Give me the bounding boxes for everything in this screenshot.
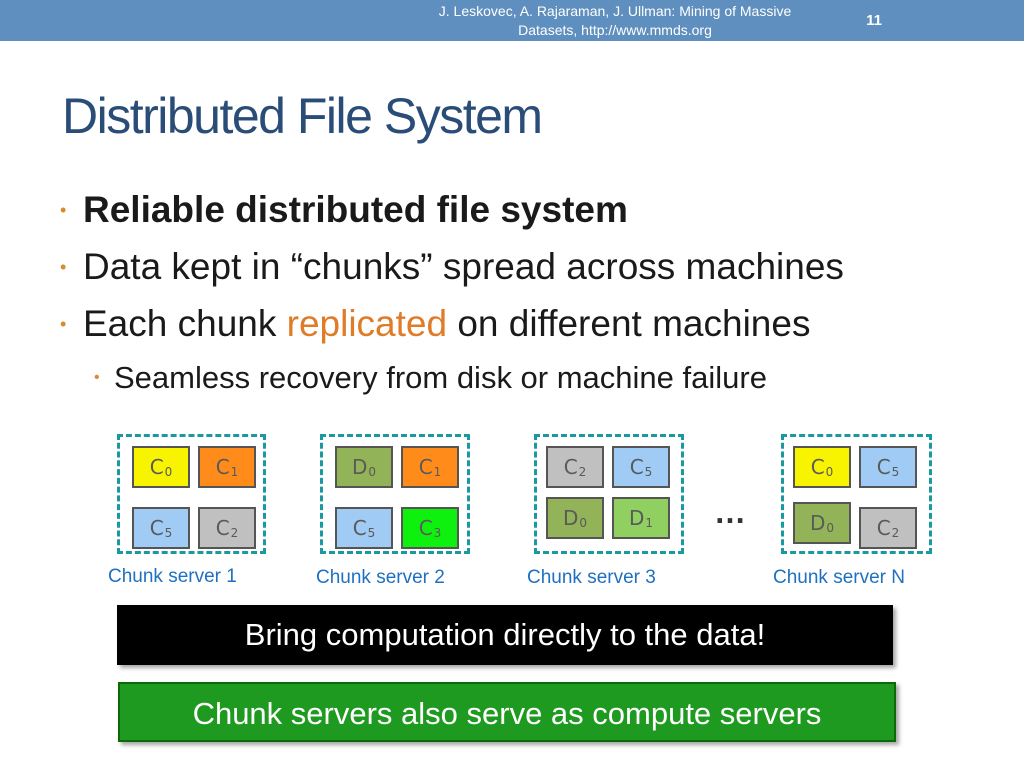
chunk-index: 0 bbox=[825, 465, 834, 479]
chunk-index: 0 bbox=[579, 516, 588, 530]
chunk-letter: C bbox=[810, 455, 825, 479]
chunk-index: 3 bbox=[433, 526, 442, 540]
chunk-letter: C bbox=[629, 455, 644, 479]
chunk-letter: C bbox=[876, 455, 891, 479]
bullet-accent-word: replicated bbox=[286, 303, 448, 344]
chunk-letter: D bbox=[809, 511, 826, 535]
sub-bullet-text: Seamless recovery from disk or machine f… bbox=[114, 360, 767, 395]
bullet-reliable: • Reliable distributed file system bbox=[60, 185, 1010, 242]
bullet-text: Reliable distributed file system bbox=[83, 189, 628, 230]
bullet-dot: • bbox=[94, 369, 100, 386]
bullet-text: Data kept in “chunks” spread across mach… bbox=[83, 246, 844, 287]
chunk-index: 5 bbox=[891, 465, 900, 479]
chunk-server-label: Chunk server 2 bbox=[316, 567, 445, 588]
chunk-index: 1 bbox=[645, 516, 654, 530]
chunk-letter: C bbox=[418, 455, 433, 479]
chunk-letter: D bbox=[351, 455, 368, 479]
chunk-letter: C bbox=[563, 455, 578, 479]
chunk-index: 0 bbox=[826, 521, 835, 535]
slide-number: 11 bbox=[866, 12, 882, 29]
chunk-letter: D bbox=[628, 506, 645, 530]
chunk-index: 0 bbox=[368, 465, 377, 479]
bullet-dot: • bbox=[60, 200, 67, 220]
chunk-letter: D bbox=[562, 506, 579, 530]
chunk-letter: C bbox=[418, 516, 433, 540]
citation: J. Leskovec, A. Rajaraman, J. Ullman: Mi… bbox=[385, 2, 845, 40]
ellipsis: … bbox=[714, 494, 746, 530]
chunk-server-label: Chunk server 3 bbox=[527, 567, 656, 588]
sub-bullet-recovery: • Seamless recovery from disk or machine… bbox=[60, 356, 1010, 401]
chunk-index: 2 bbox=[230, 526, 239, 540]
computation-banner: Bring computation directly to the data! bbox=[117, 605, 893, 665]
citation-line-2: Datasets, http://www.mmds.org bbox=[518, 22, 712, 38]
chunk-index: 2 bbox=[578, 465, 587, 479]
bullet-chunks: • Data kept in “chunks” spread across ma… bbox=[60, 242, 1010, 299]
bullet-dot: • bbox=[60, 257, 67, 277]
bullet-text-post: on different machines bbox=[447, 303, 811, 344]
chunk-index: 2 bbox=[891, 526, 900, 540]
bullet-text: Each chunk replicated on different machi… bbox=[83, 299, 810, 349]
chunk-letter: C bbox=[149, 455, 164, 479]
chunk-index: 5 bbox=[164, 526, 173, 540]
chunk-letter: C bbox=[149, 516, 164, 540]
bullet-text-pre: Each chunk bbox=[83, 303, 287, 344]
chunk-server-label: Chunk server 1 bbox=[108, 566, 237, 587]
citation-line-1: J. Leskovec, A. Rajaraman, J. Ullman: Mi… bbox=[438, 3, 792, 19]
chunk-letter: C bbox=[215, 516, 230, 540]
chunk-index: 5 bbox=[644, 465, 653, 479]
chunk-index: 1 bbox=[230, 465, 239, 479]
bullet-dot: • bbox=[60, 314, 67, 334]
chunk-index: 5 bbox=[367, 526, 376, 540]
chunk-letter: C bbox=[215, 455, 230, 479]
bullet-replicated: • Each chunk replicated on different mac… bbox=[60, 299, 1010, 356]
chunk-index: 0 bbox=[164, 465, 173, 479]
chunk-index: 1 bbox=[433, 465, 442, 479]
bullet-list: • Reliable distributed file system • Dat… bbox=[60, 185, 1010, 401]
chunk-server-label: Chunk server N bbox=[773, 567, 905, 588]
compute-servers-banner: Chunk servers also serve as compute serv… bbox=[118, 682, 896, 742]
slide-title: Distributed File System bbox=[62, 88, 543, 144]
header-bar: J. Leskovec, A. Rajaraman, J. Ullman: Mi… bbox=[0, 0, 1024, 41]
chunk-letter: C bbox=[352, 516, 367, 540]
chunk-letter: C bbox=[876, 516, 891, 540]
